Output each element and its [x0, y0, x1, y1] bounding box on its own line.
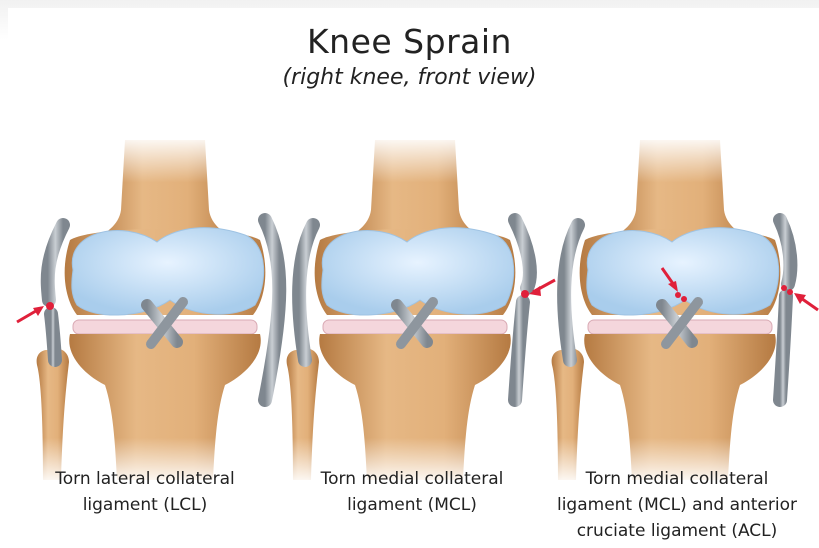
caption-line: cruciate ligament (ACL): [535, 518, 819, 544]
caption-lcl: Torn lateral collateral ligament (LCL): [20, 466, 270, 518]
caption-mcl-acl: Torn medial collateral ligament (MCL) an…: [535, 466, 819, 544]
caption-line: Torn lateral collateral: [20, 466, 270, 492]
caption-mcl: Torn medial collateral ligament (MCL): [282, 466, 542, 518]
knee-panel-mcl-acl: [540, 135, 819, 485]
knee-panel-lcl: [17, 135, 305, 485]
caption-line: Torn medial collateral: [282, 466, 542, 492]
caption-line: ligament (LCL): [20, 492, 270, 518]
caption-line: ligament (MCL) and anterior: [535, 492, 819, 518]
knee-panel-mcl: [275, 135, 555, 485]
caption-line: Torn medial collateral: [535, 466, 819, 492]
caption-line: ligament (MCL): [282, 492, 542, 518]
